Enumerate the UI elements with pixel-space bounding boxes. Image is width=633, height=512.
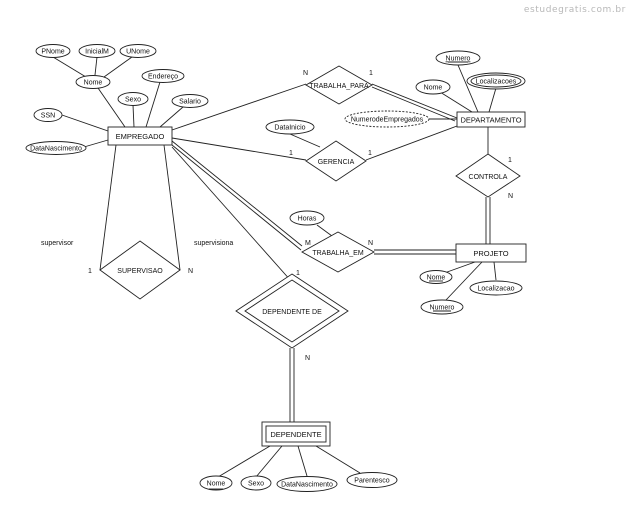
entity-projeto-label: PROJETO <box>473 249 508 258</box>
attribute-dpd-parentesco: Parentesco <box>346 472 398 488</box>
attribute-dpd-nome-label: Nome <box>207 481 226 488</box>
cardinality-dd-emp: 1 <box>296 270 300 277</box>
attribute-proj-localizacao-label: Localizacao <box>478 286 515 293</box>
entity-dependente-label: DEPENDENTE <box>270 430 321 439</box>
relationship-supervisao-label: SUPERVISAO <box>117 268 163 275</box>
cardinality-sup-n: N <box>188 268 193 275</box>
relationship-controla: CONTROLA <box>455 153 521 198</box>
relationship-gerencia-label: GERENCIA <box>318 159 355 166</box>
attribute-salario: Salario <box>171 94 209 108</box>
cardinality-ctrl-proj: N <box>508 193 513 200</box>
attribute-nome-label: Nome <box>84 80 103 87</box>
attribute-endereco: Endereço <box>141 69 185 83</box>
cardinality-tp-dep: 1 <box>369 70 373 77</box>
entity-departamento-label: DEPARTAMENTO <box>460 116 521 125</box>
attribute-dep-numero-label: Numero <box>446 56 471 63</box>
attribute-ssn-label: SSN <box>41 113 55 120</box>
attribute-sexo: Sexo <box>117 92 149 106</box>
attribute-proj-numero: Numero <box>420 299 464 315</box>
cardinality-te-proj: N <box>368 240 373 247</box>
cardinality-dd-dpd: N <box>305 355 310 362</box>
attribute-unome-label: UNome <box>126 49 150 56</box>
cardinality-te-emp: M <box>305 240 311 247</box>
attribute-datanascimento-label: DataNascimento <box>30 146 82 153</box>
attribute-dep-nome: Nome <box>415 79 451 95</box>
attribute-ssn: SSN <box>33 108 63 122</box>
attribute-proj-numero-label: Numero <box>430 305 455 312</box>
relationship-trabalha-para-label: TRABALHA_PARA <box>309 83 369 90</box>
attribute-nome: Nome <box>75 75 111 89</box>
attribute-dpd-sexo-label: Sexo <box>248 481 264 488</box>
relationship-controla-label: CONTROLA <box>469 174 508 181</box>
attribute-pnome-label: PNome <box>41 49 64 56</box>
relationship-trabalha-em-label: TRABALHA_EM <box>312 250 364 257</box>
connectors <box>52 56 497 478</box>
attribute-dpd-parentesco-label: Parentesco <box>354 478 390 485</box>
attribute-dpd-datanascimento: DataNascimento <box>276 476 338 492</box>
attribute-dpd-sexo: Sexo <box>240 475 272 491</box>
relationship-gerencia: GERENCIA <box>305 140 367 182</box>
attribute-salario-label: Salario <box>179 99 201 106</box>
attribute-horas: Horas <box>289 210 325 226</box>
attribute-dpd-nome: Nome <box>199 475 233 491</box>
role-supervisor: supervisor <box>41 240 74 247</box>
cardinality-tp-emp: N <box>303 70 308 77</box>
attribute-dep-localizacoes-label: Localizacoes <box>476 79 517 86</box>
cardinality-labels: N 1 1 1 1 N M N 1 N 1 N <box>88 70 513 362</box>
attribute-dep-nome-label: Nome <box>424 85 443 92</box>
relationship-trabalha-em: TRABALHA_EM <box>301 231 375 273</box>
relationship-trabalha-para: TRABALHA_PARA <box>305 65 373 105</box>
attribute-inicialm-label: InicialM <box>85 49 109 56</box>
attribute-sexo-label: Sexo <box>125 97 141 104</box>
attribute-inicialm: InicialM <box>78 44 116 58</box>
cardinality-ger-dep: 1 <box>368 150 372 157</box>
cardinality-sup-1: 1 <box>88 268 92 275</box>
relationship-supervisao: SUPERVISAO <box>99 240 181 300</box>
role-supervisiona: supervisiona <box>194 240 233 247</box>
entity-projeto: PROJETO <box>455 243 527 263</box>
attribute-dpd-datanascimento-label: DataNascimento <box>281 482 333 489</box>
attribute-dep-numerodeempregados-label: NumerodeEmpregados <box>351 117 424 124</box>
cardinality-ctrl-dep: 1 <box>508 157 512 164</box>
attribute-dep-numero: Numero <box>435 50 481 66</box>
entity-dependente: DEPENDENTE <box>261 421 331 447</box>
attribute-datainicio: DataInicio <box>265 119 315 135</box>
attribute-proj-localizacao: Localizacao <box>469 280 523 296</box>
relationship-dependente-de-label: DEPENDENTE DE <box>262 309 322 316</box>
attribute-unome: UNome <box>119 44 157 58</box>
entity-empregado: EMPREGADO <box>107 126 173 146</box>
attribute-pnome: PNome <box>35 44 71 58</box>
relationship-dependente-de: DEPENDENTE DE <box>235 273 349 349</box>
watermark: estudegratis.com.br <box>524 5 626 15</box>
attribute-endereco-label: Endereço <box>148 74 178 81</box>
attribute-horas-label: Horas <box>298 216 317 223</box>
cardinality-ger-emp: 1 <box>289 150 293 157</box>
entity-departamento: DEPARTAMENTO <box>456 111 526 128</box>
attribute-proj-nome-label: Nome <box>427 275 446 282</box>
attribute-dep-numerodeempregados: NumerodeEmpregados <box>344 110 430 128</box>
attribute-proj-nome: Nome <box>419 270 453 284</box>
attribute-datanascimento: DataNascimento <box>25 141 87 155</box>
attribute-dep-localizacoes: Localizacoes <box>466 72 526 90</box>
entity-empregado-label: EMPREGADO <box>116 132 165 141</box>
attribute-datainicio-label: DataInicio <box>274 125 305 132</box>
